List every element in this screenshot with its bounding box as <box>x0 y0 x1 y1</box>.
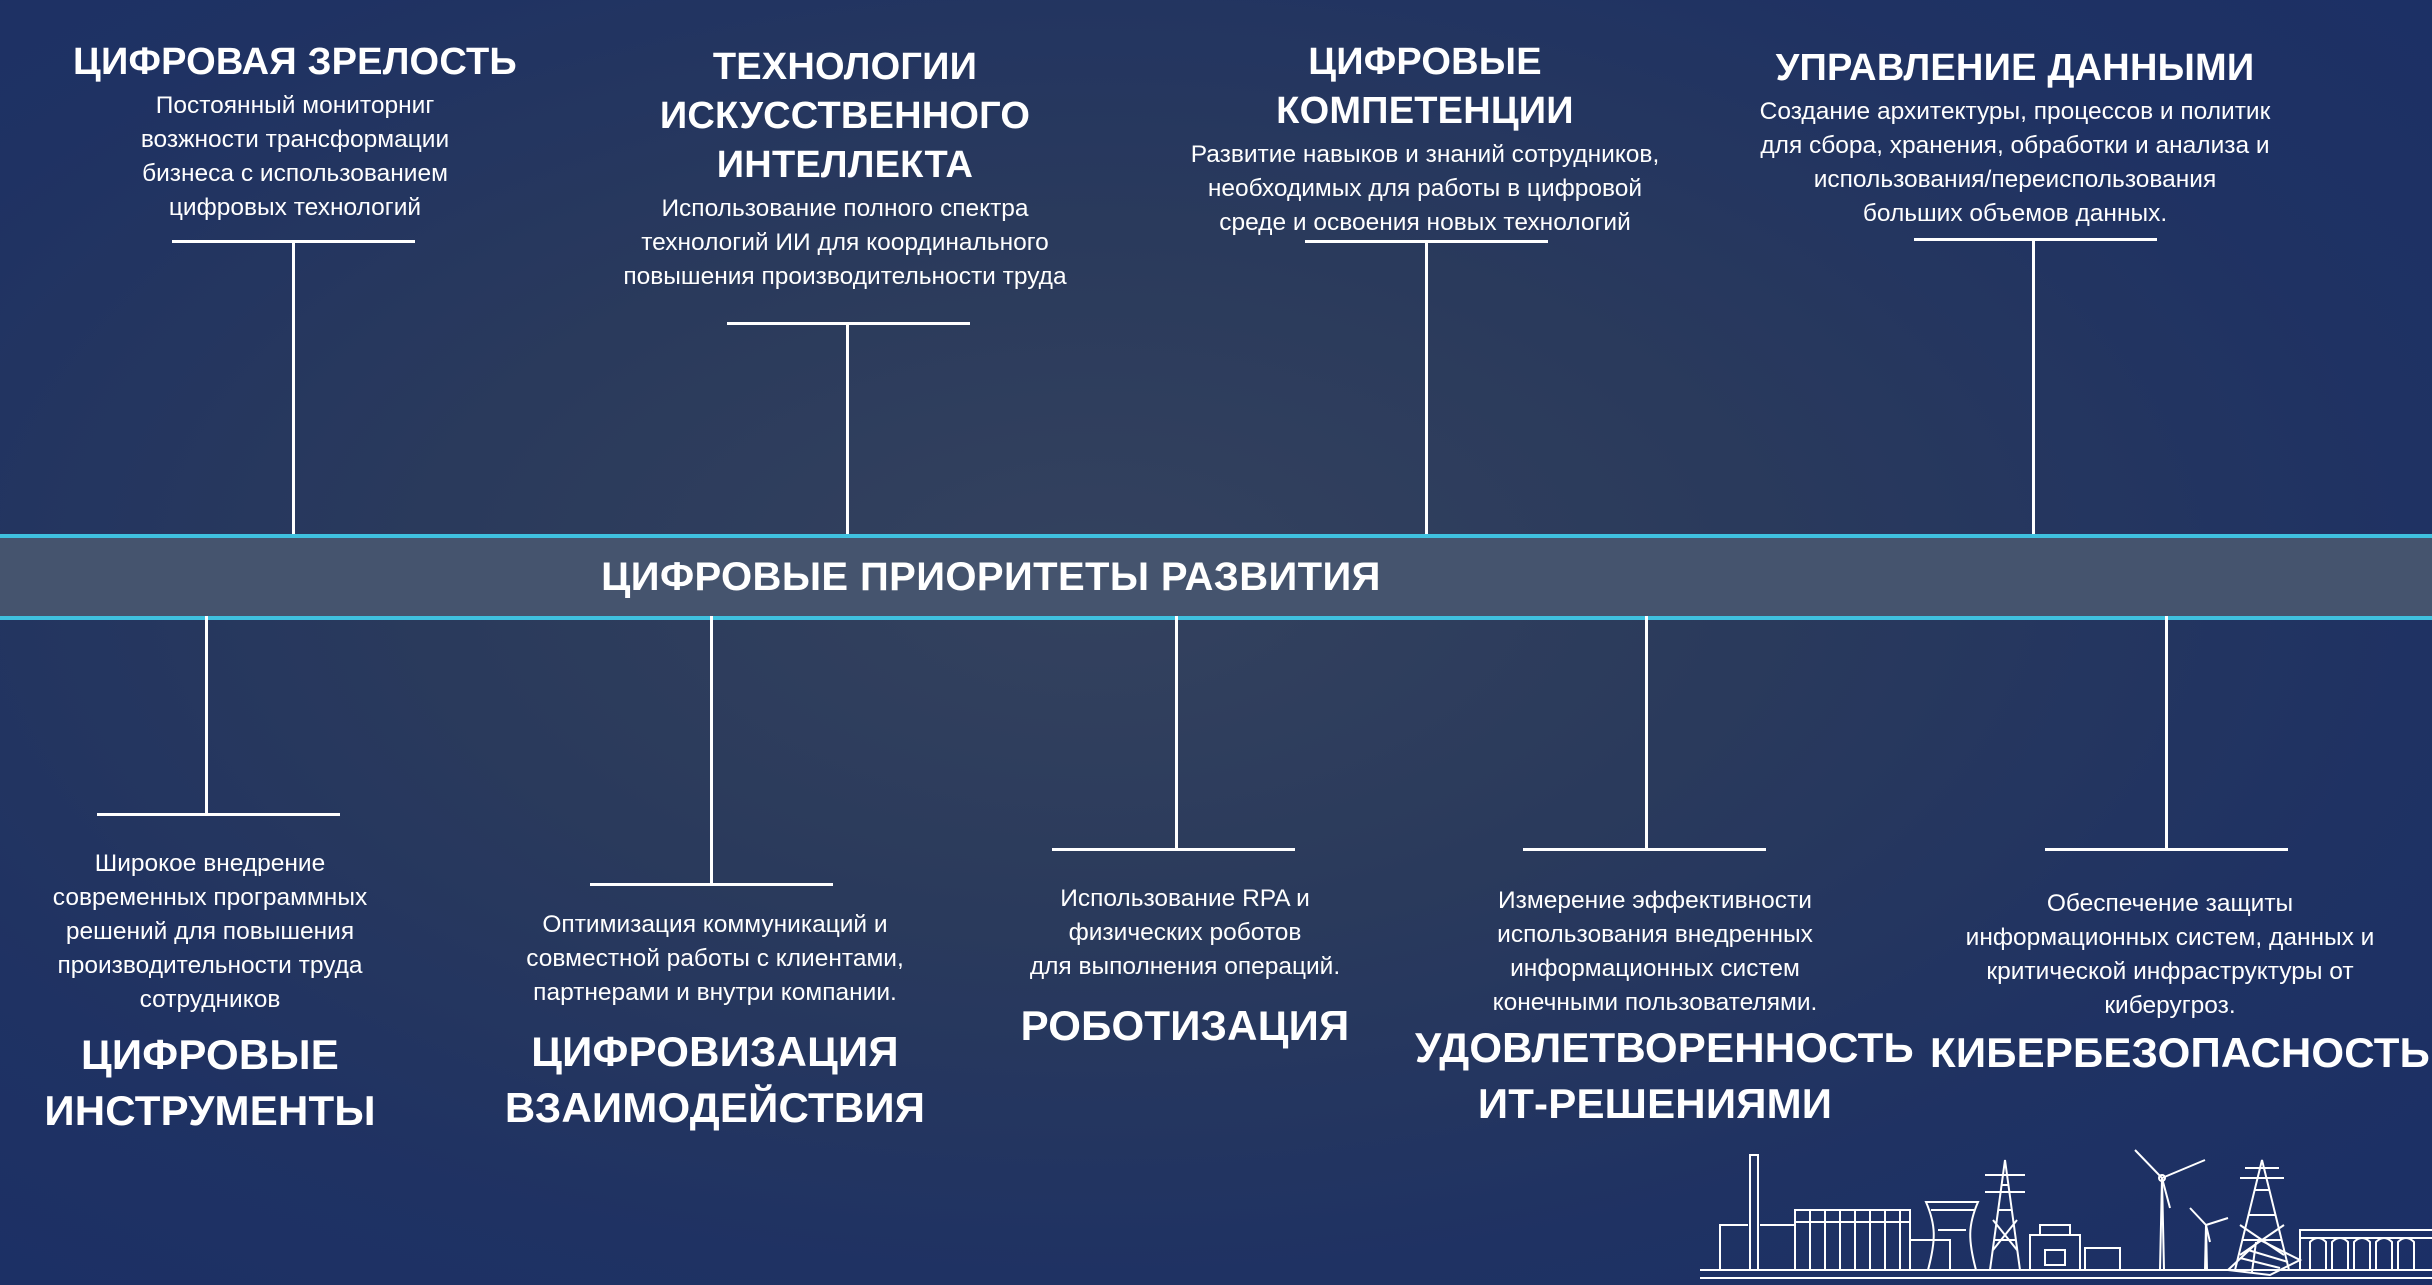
connector-h-robotization <box>1052 848 1295 851</box>
connector-h-digital-tools <box>97 813 340 816</box>
bottom-title-cybersecurity: КИБЕРБЕЗОПАСНОСТЬ <box>1930 1029 2430 1076</box>
top-desc-digital-maturity: Постоянный мониторниг возжности трансфор… <box>140 92 450 221</box>
top-title-data-management: УПРАВЛЕНИЕ ДАННЫМИ <box>1775 47 2255 89</box>
bottom-item-robotization: Использование RPA и физических роботов д… <box>965 880 1405 1054</box>
top-desc-data-management: Создание архитектуры, процессов и полити… <box>1759 98 2271 227</box>
industrial-skyline-illustration <box>1700 1149 2432 1279</box>
connector-v-cybersecurity <box>2165 616 2168 851</box>
connector-h-cybersecurity <box>2045 848 2288 851</box>
connector-v-robotization <box>1175 616 1178 851</box>
top-title-digital-competencies: ЦИФРОВЫЕ КОМПЕТЕНЦИИ <box>1276 41 1574 132</box>
center-title: ЦИФРОВЫЕ ПРИОРИТЕТЫ РАЗВИТИЯ <box>601 554 1381 599</box>
bottom-desc-digital-tools: Широкое внедрение современных программны… <box>52 850 368 1013</box>
bottom-desc-it-satisfaction: Измерение эффективности использования вн… <box>1492 887 1818 1016</box>
bottom-item-digital-tools: Широкое внедрение современных программны… <box>10 845 410 1139</box>
connector-v-digital-competencies <box>1425 240 1428 538</box>
bottom-title-digital-tools: ЦИФРОВЫЕ ИНСТРУМЕНТЫ <box>44 1031 376 1134</box>
top-item-ai: ТЕХНОЛОГИИ ИСКУССТВЕННОГО ИНТЕЛЛЕКТА Исп… <box>590 43 1100 294</box>
top-item-digital-competencies: ЦИФРОВЫЕ КОМПЕТЕНЦИИ Развитие навыков и … <box>1155 38 1695 240</box>
bottom-item-cybersecurity: Обеспечение защиты информационных систем… <box>1930 885 2430 1081</box>
connector-h-data-management <box>1914 238 2157 241</box>
bottom-title-it-satisfaction: УДОВЛЕТВОРЕННОСТЬ ИТ-РЕШЕНИЯМИ <box>1415 1024 1914 1127</box>
bottom-item-interaction: Оптимизация коммуникаций и совместной ра… <box>480 906 950 1136</box>
connector-h-interaction <box>590 883 833 886</box>
bottom-desc-robotization: Использование RPA и физических роботов д… <box>1029 885 1341 980</box>
top-desc-digital-competencies: Развитие навыков и знаний сотрудников, н… <box>1190 141 1660 236</box>
connector-v-interaction <box>710 616 713 886</box>
bottom-desc-interaction: Оптимизация коммуникаций и совместной ра… <box>526 911 904 1006</box>
top-desc-ai: Использование полного спектра технологий… <box>623 195 1067 290</box>
connector-v-it-satisfaction <box>1645 616 1648 851</box>
bottom-title-robotization: РОБОТИЗАЦИЯ <box>1020 1002 1350 1049</box>
connector-v-ai <box>846 322 849 538</box>
top-title-digital-maturity: ЦИФРОВАЯ ЗРЕЛОСТЬ <box>73 41 517 83</box>
connector-v-digital-maturity <box>292 240 295 538</box>
bottom-desc-cybersecurity: Обеспечение защиты информационных систем… <box>1965 890 2375 1019</box>
top-title-ai: ТЕХНОЛОГИИ ИСКУССТВЕННОГО ИНТЕЛЛЕКТА <box>659 46 1031 186</box>
top-item-data-management: УПРАВЛЕНИЕ ДАННЫМИ Создание архитектуры,… <box>1735 44 2295 231</box>
connector-v-data-management <box>2032 238 2035 538</box>
connector-v-digital-tools <box>205 616 208 816</box>
center-band: ЦИФРОВЫЕ ПРИОРИТЕТЫ РАЗВИТИЯ <box>0 534 2432 620</box>
bottom-item-it-satisfaction: Измерение эффективности использования вн… <box>1415 882 1914 1132</box>
connector-h-it-satisfaction <box>1523 848 1766 851</box>
top-item-digital-maturity: ЦИФРОВАЯ ЗРЕЛОСТЬ Постоянный мониторниг … <box>60 38 530 225</box>
bottom-title-interaction: ЦИФРОВИЗАЦИЯ ВЗАИМОДЕЙСТВИЯ <box>504 1028 926 1131</box>
